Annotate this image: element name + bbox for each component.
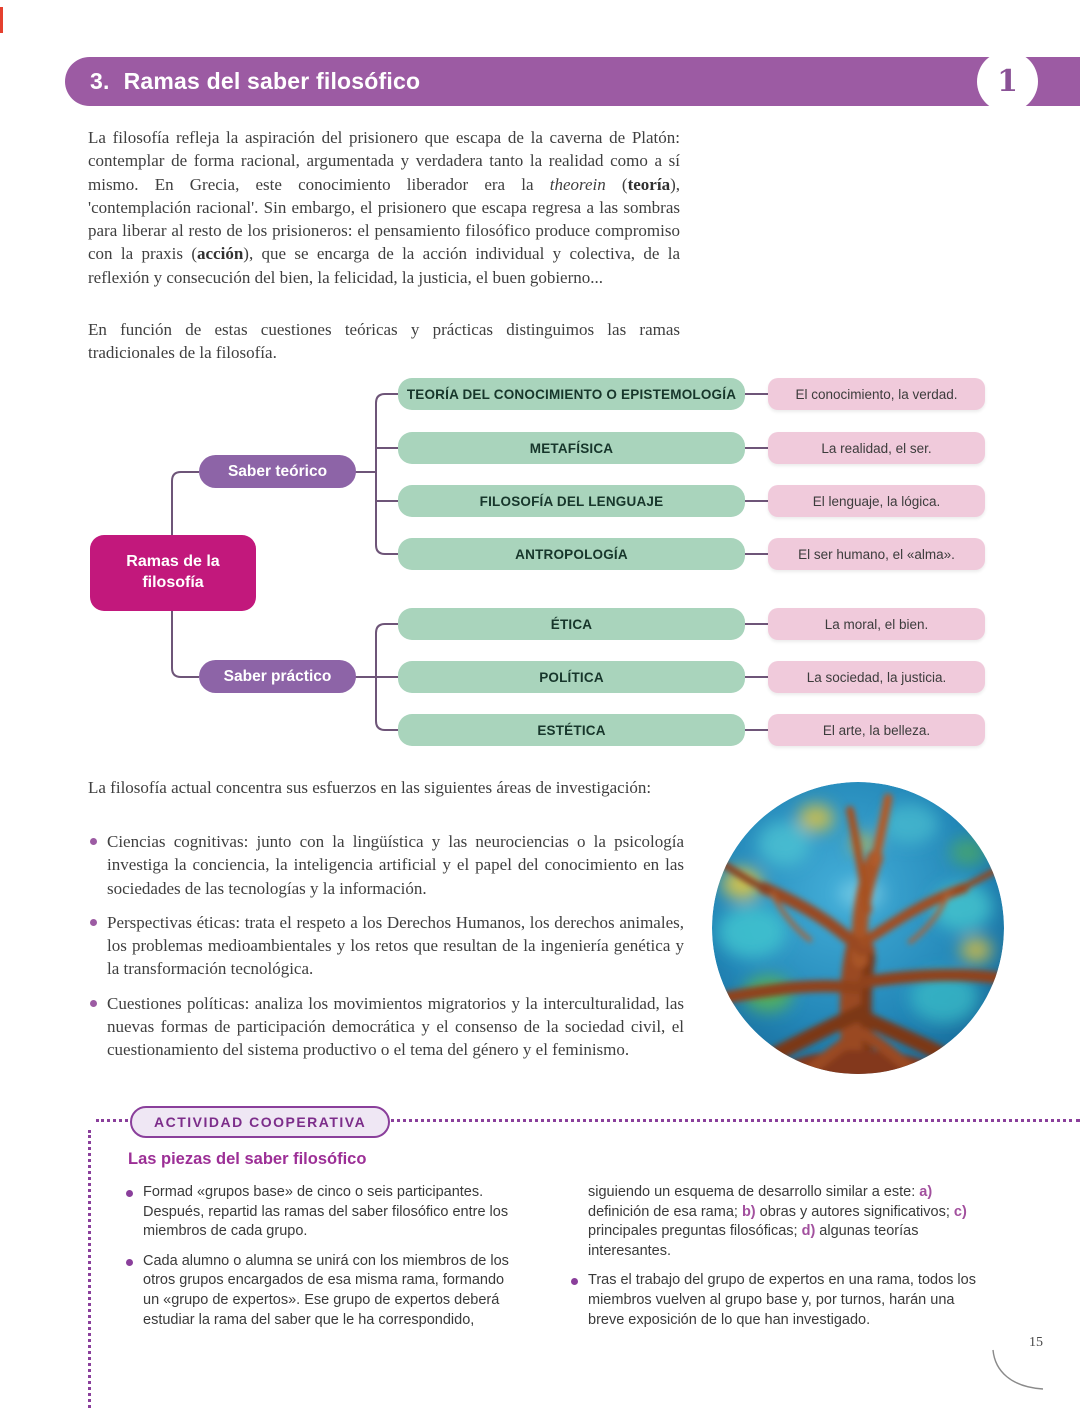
diagram-node-saber-practico: Saber práctico (199, 660, 356, 693)
branch-etica: ÉTICA (398, 608, 745, 640)
list-item: Cada alumno o alumna se unirá con los mi… (125, 1252, 523, 1330)
bullet-icon (571, 1278, 578, 1286)
bullet-icon (126, 1190, 133, 1197)
research-bullet-list: Ciencias cognitivas: junto con la lingüí… (88, 830, 684, 1062)
branch-metafisica: METAFÍSICA (398, 432, 745, 464)
activity-border-top-left (96, 1119, 128, 1122)
activity-tag: ACTIVIDAD COOPERATIVA (130, 1106, 391, 1138)
list-item: Cuestiones políticas: analiza los movimi… (88, 992, 684, 1062)
margin-tick (0, 7, 3, 33)
list-letter-b: b) (741, 1203, 756, 1220)
page-number: 15 (1029, 1335, 1043, 1350)
list-letter-c: c) (953, 1203, 967, 1220)
activity-border-left (88, 1130, 91, 1408)
object-epistemologia: El conocimiento, la verdad. (768, 378, 985, 410)
diagram-root-node: Ramas de la filosofía (90, 535, 256, 611)
activity-right-column: siguiendo un esquema de desarrollo simil… (570, 1183, 990, 1330)
section-title: Ramas del saber filosófico (123, 68, 421, 94)
object-antropologia: El ser humano, el «alma». (768, 538, 985, 570)
corner-arc-decoration (992, 1349, 1044, 1390)
bullet-icon (90, 838, 97, 845)
object-filosofia-lenguaje: El lenguaje, la lógica. (768, 485, 985, 517)
unit-number-badge: 1 (977, 51, 1038, 112)
list-item: Tras el trabajo del grupo de expertos en… (570, 1271, 990, 1330)
activity-border-top (384, 1119, 1080, 1122)
activity-continuation: siguiendo un esquema de desarrollo simil… (588, 1184, 967, 1259)
object-etica: La moral, el bien. (768, 608, 985, 640)
intro-paragraph-2: En función de estas cuestiones teóricas … (88, 320, 680, 363)
unit-number: 1 (997, 64, 1018, 99)
section-number: 3. (90, 68, 110, 94)
branch-estetica: ESTÉTICA (398, 714, 745, 746)
tree-illustration (712, 782, 1004, 1074)
intro-text: La filosofía refleja la aspiración del p… (88, 128, 680, 194)
activity-left-column: Formad «grupos base» de cinco o seis par… (125, 1183, 523, 1330)
intro-paragraph: La filosofía refleja la aspiración del p… (88, 128, 680, 287)
branch-antropologia: ANTROPOLOGÍA (398, 538, 745, 570)
branches-diagram: Ramas de la filosofía Saber teórico Sabe… (0, 372, 1080, 764)
diagram-node-saber-teorico: Saber teórico (199, 455, 356, 488)
object-politica: La sociedad, la justicia. (768, 661, 985, 693)
list-letter-d: d) (801, 1223, 816, 1240)
bullet-icon (90, 999, 97, 1007)
bullet-icon (126, 1258, 133, 1266)
list-item: Formad «grupos base» de cinco o seis par… (125, 1183, 523, 1242)
section-header: 3. Ramas del saber filosófico (65, 57, 1080, 106)
term-teoria: teoría (627, 174, 671, 194)
term-accion: acción (197, 244, 244, 264)
branch-filosofia-lenguaje: FILOSOFÍA DEL LENGUAJE (398, 485, 745, 517)
list-item: Perspectivas éticas: trata el respeto a … (88, 911, 684, 981)
list-letter-a: a) (919, 1184, 933, 1200)
activity-title: Las piezas del saber filosófico (128, 1150, 367, 1168)
branch-politica: POLÍTICA (398, 661, 745, 693)
diagram-connector-lines (171, 393, 768, 731)
tree-photo (712, 782, 1004, 1074)
list-item: Ciencias cognitivas: junto con la lingüí… (88, 830, 684, 900)
object-estetica: El arte, la belleza. (768, 714, 985, 746)
bullet-icon (90, 918, 97, 926)
research-intro: La filosofía actual concentra sus esfuer… (88, 778, 652, 797)
object-metafisica: La realidad, el ser. (768, 432, 985, 464)
greek-term: theorein (549, 174, 606, 194)
branch-epistemologia: TEORÍA DEL CONOCIMIENTO O EPISTEMOLOGÍA (398, 378, 745, 410)
